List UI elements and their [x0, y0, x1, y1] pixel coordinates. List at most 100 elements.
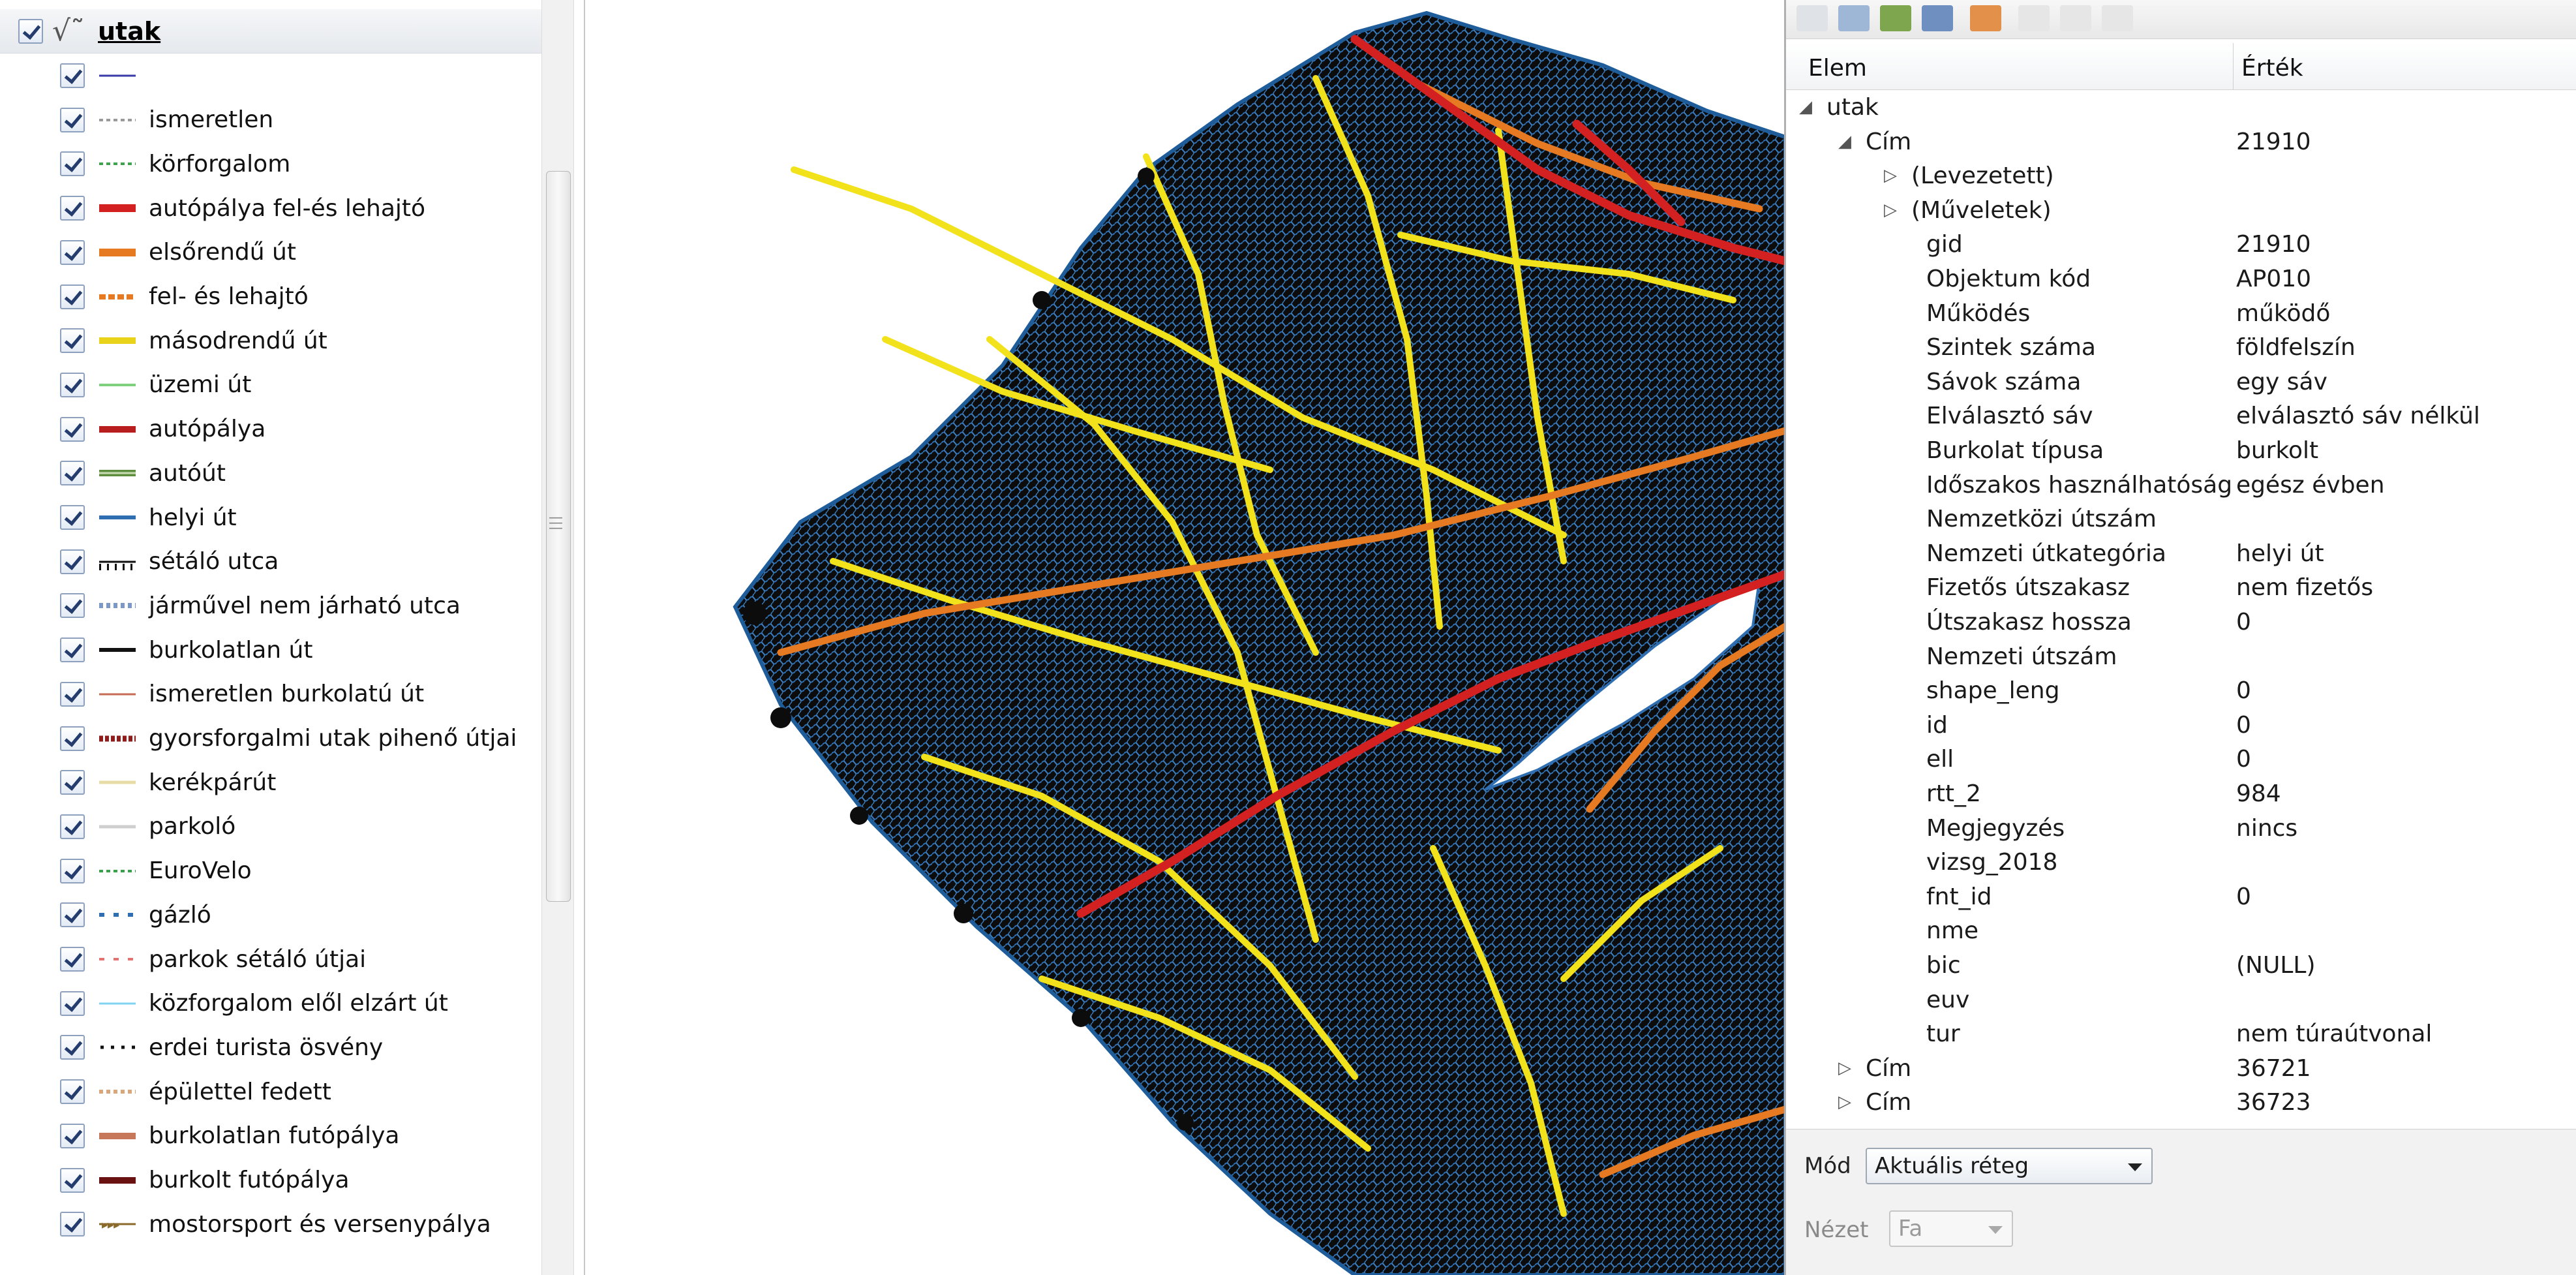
legend-item[interactable]: kerékpárút [0, 760, 541, 805]
legend-scrollbar[interactable]: ——— [541, 0, 574, 1275]
legend-item[interactable]: körforgalom [0, 142, 541, 186]
collapse-tree-icon[interactable] [1838, 5, 1870, 31]
expand-tree-icon[interactable] [1796, 5, 1828, 31]
layer-visibility-checkbox[interactable] [18, 18, 43, 44]
attribute-row[interactable]: Nemzeti útszám [1786, 639, 2576, 674]
tree-node[interactable]: ▷(Levezetett) [1786, 159, 2576, 193]
legend-item-checkbox[interactable] [60, 1212, 85, 1237]
legend-item-checkbox[interactable] [60, 991, 85, 1016]
legend-item[interactable]: burkolt futópálya [0, 1158, 541, 1203]
legend-item-checkbox[interactable] [60, 196, 85, 221]
tree-node[interactable]: ◢utak [1786, 90, 2576, 125]
column-divider[interactable] [2233, 43, 2234, 90]
column-header-ertek[interactable]: Érték [2241, 55, 2303, 82]
legend-item[interactable]: épülettel fedett [0, 1069, 541, 1114]
legend-item-checkbox[interactable] [60, 328, 85, 354]
legend-item-checkbox[interactable] [60, 107, 85, 132]
legend-item-checkbox[interactable] [60, 372, 85, 397]
legend-item-checkbox[interactable] [60, 681, 85, 707]
legend-item-checkbox[interactable] [60, 638, 85, 663]
legend-item-checkbox[interactable] [60, 63, 85, 88]
legend-item-checkbox[interactable] [60, 505, 85, 530]
legend-item-checkbox[interactable] [60, 814, 85, 839]
collapsed-arrow-icon[interactable]: ▷ [1884, 166, 1897, 186]
legend-item-checkbox[interactable] [60, 284, 85, 309]
column-header-elem[interactable]: Elem [1808, 55, 1867, 82]
map-canvas[interactable] [584, 0, 1784, 1275]
legend-item-checkbox[interactable] [60, 593, 85, 619]
legend-item-checkbox[interactable] [60, 1035, 85, 1060]
open-form-icon[interactable] [1922, 5, 1953, 31]
layer-row-utak[interactable]: √˜ utak [0, 9, 541, 54]
legend-item[interactable]: üzemi út [0, 363, 541, 407]
legend-item-checkbox[interactable] [60, 239, 85, 265]
expand-new-icon[interactable] [1880, 5, 1911, 31]
legend-item[interactable]: EuroVelo [0, 849, 541, 893]
legend-item[interactable]: helyi út [0, 495, 541, 540]
attribute-row[interactable]: Nemzetközi útszám [1786, 502, 2576, 536]
legend-item-checkbox[interactable] [60, 1167, 85, 1193]
legend-item[interactable]: autóút [0, 451, 541, 495]
collapsed-arrow-icon[interactable]: ▷ [1838, 1092, 1851, 1113]
expanded-arrow-icon[interactable]: ◢ [1799, 97, 1812, 117]
legend-item[interactable]: autópálya fel-és lehajtó [0, 186, 541, 230]
legend-item-checkbox[interactable] [60, 1123, 85, 1148]
view-select[interactable]: Fa [1889, 1210, 2013, 1247]
legend-item[interactable]: járművel nem járható utca [0, 583, 541, 628]
print-icon[interactable] [2060, 5, 2091, 31]
tree-node[interactable]: ▷(Műveletek) [1786, 193, 2576, 228]
legend-item[interactable]: közforgalom elől elzárt út [0, 981, 541, 1026]
legend-item[interactable]: gyorsforgalmi utak pihenő útjai [0, 716, 541, 761]
collapsed-arrow-icon[interactable]: ▷ [1838, 1058, 1851, 1078]
legend-item-checkbox[interactable] [60, 416, 85, 442]
legend-item[interactable]: fel- és lehajtó [0, 275, 541, 319]
road-network-map[interactable] [585, 0, 1784, 1275]
attribute-row[interactable]: bic(NULL) [1786, 948, 2576, 983]
clear-results-icon[interactable] [1970, 5, 2001, 31]
legend-item[interactable]: burkolatlan futópálya [0, 1114, 541, 1158]
attribute-row[interactable]: nme [1786, 914, 2576, 948]
legend-item[interactable]: ▸▸▸mostorsport és versenypálya [0, 1202, 541, 1246]
legend-scrollbar-thumb[interactable] [546, 171, 571, 902]
legend-item-checkbox[interactable] [60, 151, 85, 177]
legend-item-checkbox[interactable] [60, 947, 85, 972]
collapsed-arrow-icon[interactable]: ▷ [1884, 200, 1897, 220]
legend-item[interactable]: ismeretlen [0, 98, 541, 142]
copy-feature-icon[interactable] [2018, 5, 2050, 31]
settings-icon[interactable] [2102, 5, 2133, 31]
legend-item[interactable]: autópálya [0, 407, 541, 452]
legend-item-checkbox[interactable] [60, 770, 85, 795]
legend-item[interactable]: parkoló [0, 805, 541, 849]
legend-item-checkbox[interactable] [60, 461, 85, 486]
legend-item-checkbox[interactable] [60, 1079, 85, 1105]
mode-select[interactable]: Aktuális réteg [1866, 1148, 2153, 1184]
legend-item[interactable]: gázló [0, 893, 541, 937]
layer-name[interactable]: utak [98, 16, 161, 46]
legend-item[interactable] [0, 54, 541, 98]
attribute-row[interactable]: vizsg_2018 [1786, 845, 2576, 880]
legend-item-checkbox[interactable] [60, 549, 85, 574]
legend-item-checkbox[interactable] [60, 858, 85, 883]
legend-item[interactable]: másodrendű út [0, 318, 541, 363]
legend-item[interactable]: erdei turista ösvény [0, 1025, 541, 1069]
attribute-row[interactable]: euv [1786, 983, 2576, 1017]
legend-item-checkbox[interactable] [60, 902, 85, 928]
legend-item[interactable]: parkok sétáló útjai [0, 937, 541, 981]
